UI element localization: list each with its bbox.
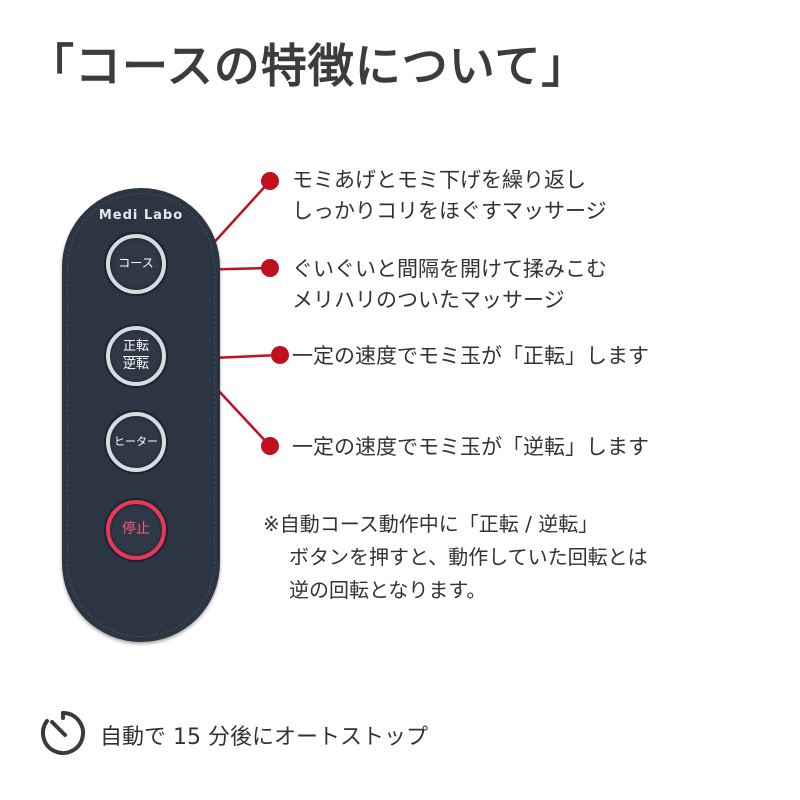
feature-2-line-2: メリハリのついたマッサージ	[292, 288, 565, 312]
remote-brand-label: Medi Labo	[98, 208, 184, 223]
feature-1-line-1: モミあげとモミ下げを繰り返し	[292, 168, 586, 192]
connector-dot-2	[261, 259, 279, 277]
connector-dot-1	[261, 172, 279, 190]
feature-course-2: ぐいぐいと間隔を開けて揉みこむ メリハリのついたマッサージ	[292, 254, 607, 316]
course-button[interactable]: コース	[106, 234, 166, 294]
feature-reverse: 一定の速度でモミ玉が「逆転」します	[292, 432, 649, 463]
note-line-2: ボタンを押すと、動作していた回転とは	[289, 545, 648, 569]
auto-stop-footer: 自動で 15 分後にオートストップ	[38, 708, 428, 762]
feature-1-line-2: しっかりコリをほぐすマッサージ	[292, 199, 607, 223]
connector-dot-3	[271, 346, 289, 364]
connector-dot-4	[261, 437, 279, 455]
page-title: 「コースの特徴について」	[28, 39, 589, 93]
course-button-label: コース	[118, 256, 154, 271]
remote-stitching	[67, 193, 215, 637]
stop-button-label: 停止	[122, 521, 150, 538]
timer-icon	[38, 708, 88, 762]
feature-forward: 一定の速度でモミ玉が「正転」します	[292, 341, 649, 372]
auto-stop-text: 自動で 15 分後にオートストップ	[100, 725, 428, 750]
reverse-label: 逆転	[122, 356, 149, 372]
heater-button-label: ヒーター	[114, 434, 158, 448]
direction-note: ※自動コース動作中に「正転 / 逆転」 ボタンを押すと、動作していた回転とは 逆…	[263, 508, 648, 607]
forward-label: 正転	[122, 339, 149, 357]
feature-course-1: モミあげとモミ下げを繰り返し しっかりコリをほぐすマッサージ	[292, 165, 607, 227]
note-line-3: 逆の回転となります。	[289, 578, 487, 602]
direction-button-labels: 正転 逆転	[122, 339, 149, 372]
feature-4-line-1: 一定の速度でモミ玉が「逆転」します	[292, 435, 649, 459]
stop-button[interactable]: 停止	[106, 500, 166, 560]
feature-3-line-1: 一定の速度でモミ玉が「正転」します	[292, 344, 649, 368]
heater-button[interactable]: ヒーター	[106, 412, 166, 472]
direction-button[interactable]: 正転 逆転	[106, 326, 166, 386]
note-line-1: ※自動コース動作中に「正転 / 逆転」	[263, 512, 599, 536]
feature-2-line-1: ぐいぐいと間隔を開けて揉みこむ	[292, 257, 607, 281]
remote-control: Medi Labo コース 正転 逆転 ヒーター 停止	[62, 188, 220, 642]
